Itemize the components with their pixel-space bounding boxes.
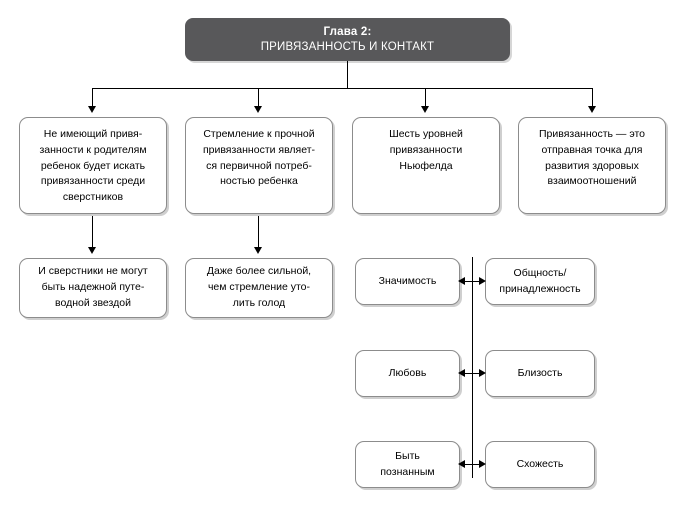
connector-pairs-spine bbox=[472, 257, 473, 478]
arrow-down-5 bbox=[87, 247, 96, 254]
connector-pair-1 bbox=[461, 281, 484, 282]
connector-branch-1 bbox=[92, 88, 93, 108]
chapter-title: Глава 2: bbox=[323, 26, 372, 39]
chapter-subtitle: ПРИВЯЗАННОСТЬ И КОНТАКТ bbox=[260, 40, 435, 53]
arrow-down-6 bbox=[253, 247, 262, 254]
connector-pair-3 bbox=[461, 464, 484, 465]
node-box-4: Привязанность — это отправная точка для … bbox=[518, 117, 666, 214]
connector-row1-to-row2-left bbox=[92, 216, 93, 249]
arrow-right-3 bbox=[479, 460, 486, 468]
pair-box-left-1: Значимость bbox=[355, 258, 460, 305]
node-box-2: Стремление к прочной привязанности являе… bbox=[185, 117, 333, 214]
arrow-right-2 bbox=[479, 369, 486, 377]
node-box-6: Даже более сильной, чем стремление уто- … bbox=[185, 258, 333, 318]
pair-box-left-3: Быть познанным bbox=[355, 441, 460, 488]
node-box-3: Шесть уровней привязанности Ньюфелда bbox=[352, 117, 500, 214]
arrow-down-4 bbox=[587, 106, 596, 113]
pair-box-left-2: Любовь bbox=[355, 350, 460, 397]
arrow-left-1 bbox=[458, 277, 465, 285]
connector-branch-3 bbox=[425, 88, 426, 108]
arrow-down-1 bbox=[87, 106, 96, 113]
connector-header-stem bbox=[347, 61, 348, 88]
connector-branch-4 bbox=[592, 88, 593, 108]
arrow-down-3 bbox=[420, 106, 429, 113]
chapter-header-box: Глава 2: ПРИВЯЗАННОСТЬ И КОНТАКТ bbox=[185, 18, 510, 61]
node-box-1: Не имеющий привя- занности к родителям р… bbox=[19, 117, 167, 214]
connector-header-bus bbox=[92, 88, 592, 89]
pair-box-right-1: Общность/ принадлежность bbox=[485, 258, 595, 305]
arrow-left-3 bbox=[458, 460, 465, 468]
arrow-left-2 bbox=[458, 369, 465, 377]
pair-box-right-2: Близость bbox=[485, 350, 595, 397]
arrow-down-2 bbox=[253, 106, 262, 113]
connector-row1-to-row2-right bbox=[258, 216, 259, 249]
pair-box-right-3: Схожесть bbox=[485, 441, 595, 488]
connector-pair-2 bbox=[461, 373, 484, 374]
arrow-right-1 bbox=[479, 277, 486, 285]
connector-branch-2 bbox=[258, 88, 259, 108]
node-box-5: И сверстники не могут быть надежной путе… bbox=[19, 258, 167, 318]
